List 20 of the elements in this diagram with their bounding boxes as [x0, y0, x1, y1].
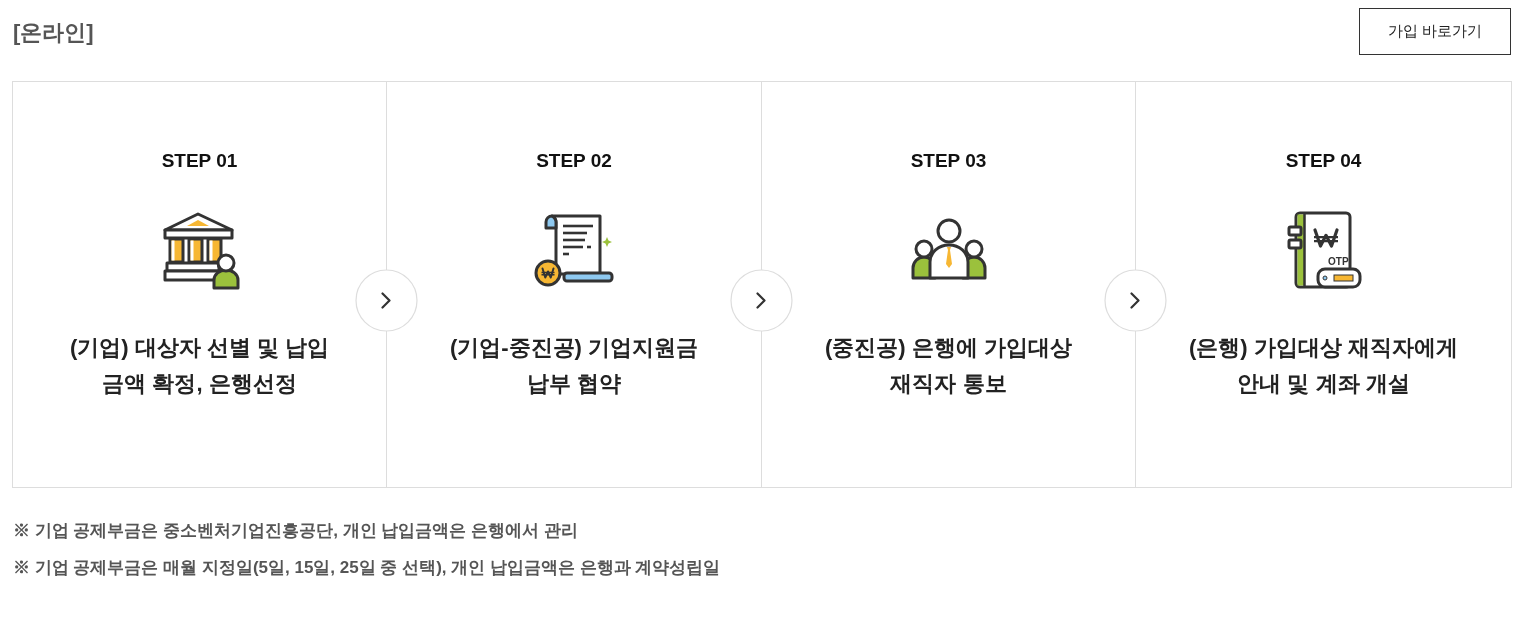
step-description: (기업-중진공) 기업지원금 납부 협약 — [448, 334, 700, 398]
signup-button: 가입 바로가기 — [1359, 8, 1511, 55]
step-description: (기업) 대상자 선별 및 납입 금액 확정, 은행선정 — [68, 334, 331, 398]
step-label: STEP 03 — [909, 150, 988, 172]
step-label: STEP 01 — [160, 150, 239, 172]
step-panel — [386, 81, 762, 488]
step-panel — [12, 81, 387, 488]
step-panel — [1135, 81, 1512, 488]
next-arrow — [1104, 269, 1167, 332]
section-title: [온라인] — [13, 19, 94, 47]
step-label: STEP 02 — [535, 150, 613, 172]
note-text: ※ 기업 공제부금은 중소벤처기업진흥공단, 개인 납입금액은 은행에서 관리 — [13, 520, 578, 542]
step-description: (중진공) 은행에 가입대상 재직자 통보 — [824, 334, 1073, 398]
step-description: (은행) 가입대상 재직자에게 안내 및 계좌 개설 — [1188, 334, 1459, 398]
step-label: STEP 04 — [1284, 150, 1363, 172]
next-arrow — [730, 269, 793, 332]
step-panel — [761, 81, 1136, 488]
note-text: ※ 기업 공제부금은 매월 지정일(5일, 15일, 25일 중 선택), 개인 납입금액은 은행과 계약성립일 — [13, 557, 721, 579]
otp-label: OTP — [1328, 256, 1349, 267]
next-arrow — [355, 269, 418, 332]
